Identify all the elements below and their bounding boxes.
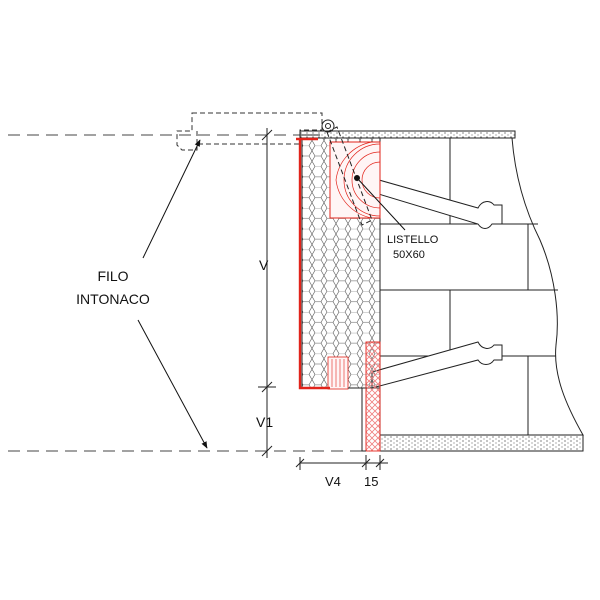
dimension-v1-label: V1 [256, 414, 273, 430]
dimension-v-label: V [259, 257, 269, 273]
filo-intonaco-leaders [137, 139, 208, 449]
sill-step [348, 387, 366, 452]
lower-wood-block [327, 356, 349, 390]
top-plaster-layer [299, 130, 516, 139]
dimension-15-label: 15 [364, 474, 378, 489]
frame-arm [326, 126, 373, 226]
masonry-wall [379, 137, 584, 436]
filo-label: FILO [97, 268, 128, 284]
dimension-v4-label: V4 [325, 474, 341, 489]
reference-lines [8, 134, 370, 452]
horizontal-dimension [295, 455, 388, 470]
listello-label: LISTELLO [387, 234, 439, 246]
lower-leader-arrow [137, 319, 208, 449]
lower-wood-block-grain [331, 359, 345, 387]
bottom-plaster-layer [379, 434, 584, 452]
listello-leader [354, 175, 406, 231]
hatched-sill-strip [365, 341, 381, 452]
red-frame-profile [296, 137, 330, 390]
listello-size-label: 50X60 [393, 249, 425, 261]
intonaco-label: INTONACO [76, 291, 150, 307]
wall-anchors [371, 177, 503, 389]
upper-leader-arrow [142, 139, 201, 259]
vertical-dimension [258, 128, 276, 458]
